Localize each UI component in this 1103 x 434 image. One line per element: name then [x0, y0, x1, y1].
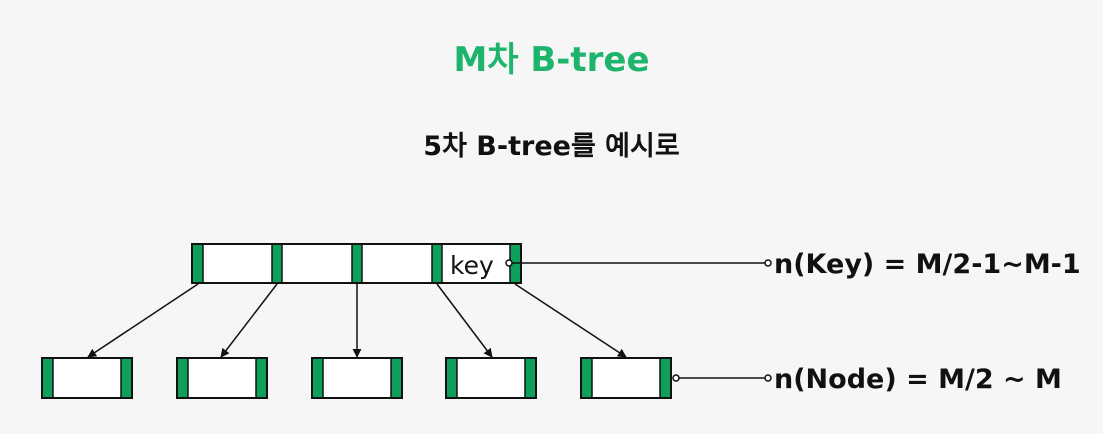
- child-arrow-5: [514, 283, 627, 358]
- child-node-4: [445, 357, 537, 399]
- child-arrow-2: [220, 283, 278, 358]
- child-arrow-4: [436, 283, 493, 358]
- key-count-formula: n(Key) = M/2-1~M-1: [774, 249, 1081, 280]
- key-connector-end-dot: [764, 259, 772, 267]
- key-label: key: [450, 251, 494, 280]
- node-connector-start-dot: [672, 374, 680, 382]
- root-pointer-slot-4: [432, 245, 442, 282]
- key-count-connector: [505, 259, 772, 267]
- child-node-3: [311, 357, 403, 399]
- root-pointer-slot-2: [272, 245, 282, 282]
- page-title: M차 B-tree: [453, 40, 650, 80]
- child-node-5: [580, 357, 672, 399]
- child-arrow-1: [87, 283, 199, 358]
- child-pointer-arrows: [87, 283, 627, 358]
- root-node: key: [191, 243, 522, 284]
- root-pointer-slot-1: [193, 245, 203, 282]
- child-node-1: [41, 357, 133, 399]
- node-count-formula: n(Node) = M/2 ~ M: [774, 364, 1062, 395]
- page-subtitle: 5차 B-tree를 예시로: [423, 131, 680, 162]
- root-pointer-slot-3: [352, 245, 362, 282]
- child-node-2: [176, 357, 268, 399]
- node-connector-end-dot: [764, 374, 772, 382]
- key-connector-start-dot: [505, 259, 513, 267]
- node-count-connector: [672, 374, 772, 382]
